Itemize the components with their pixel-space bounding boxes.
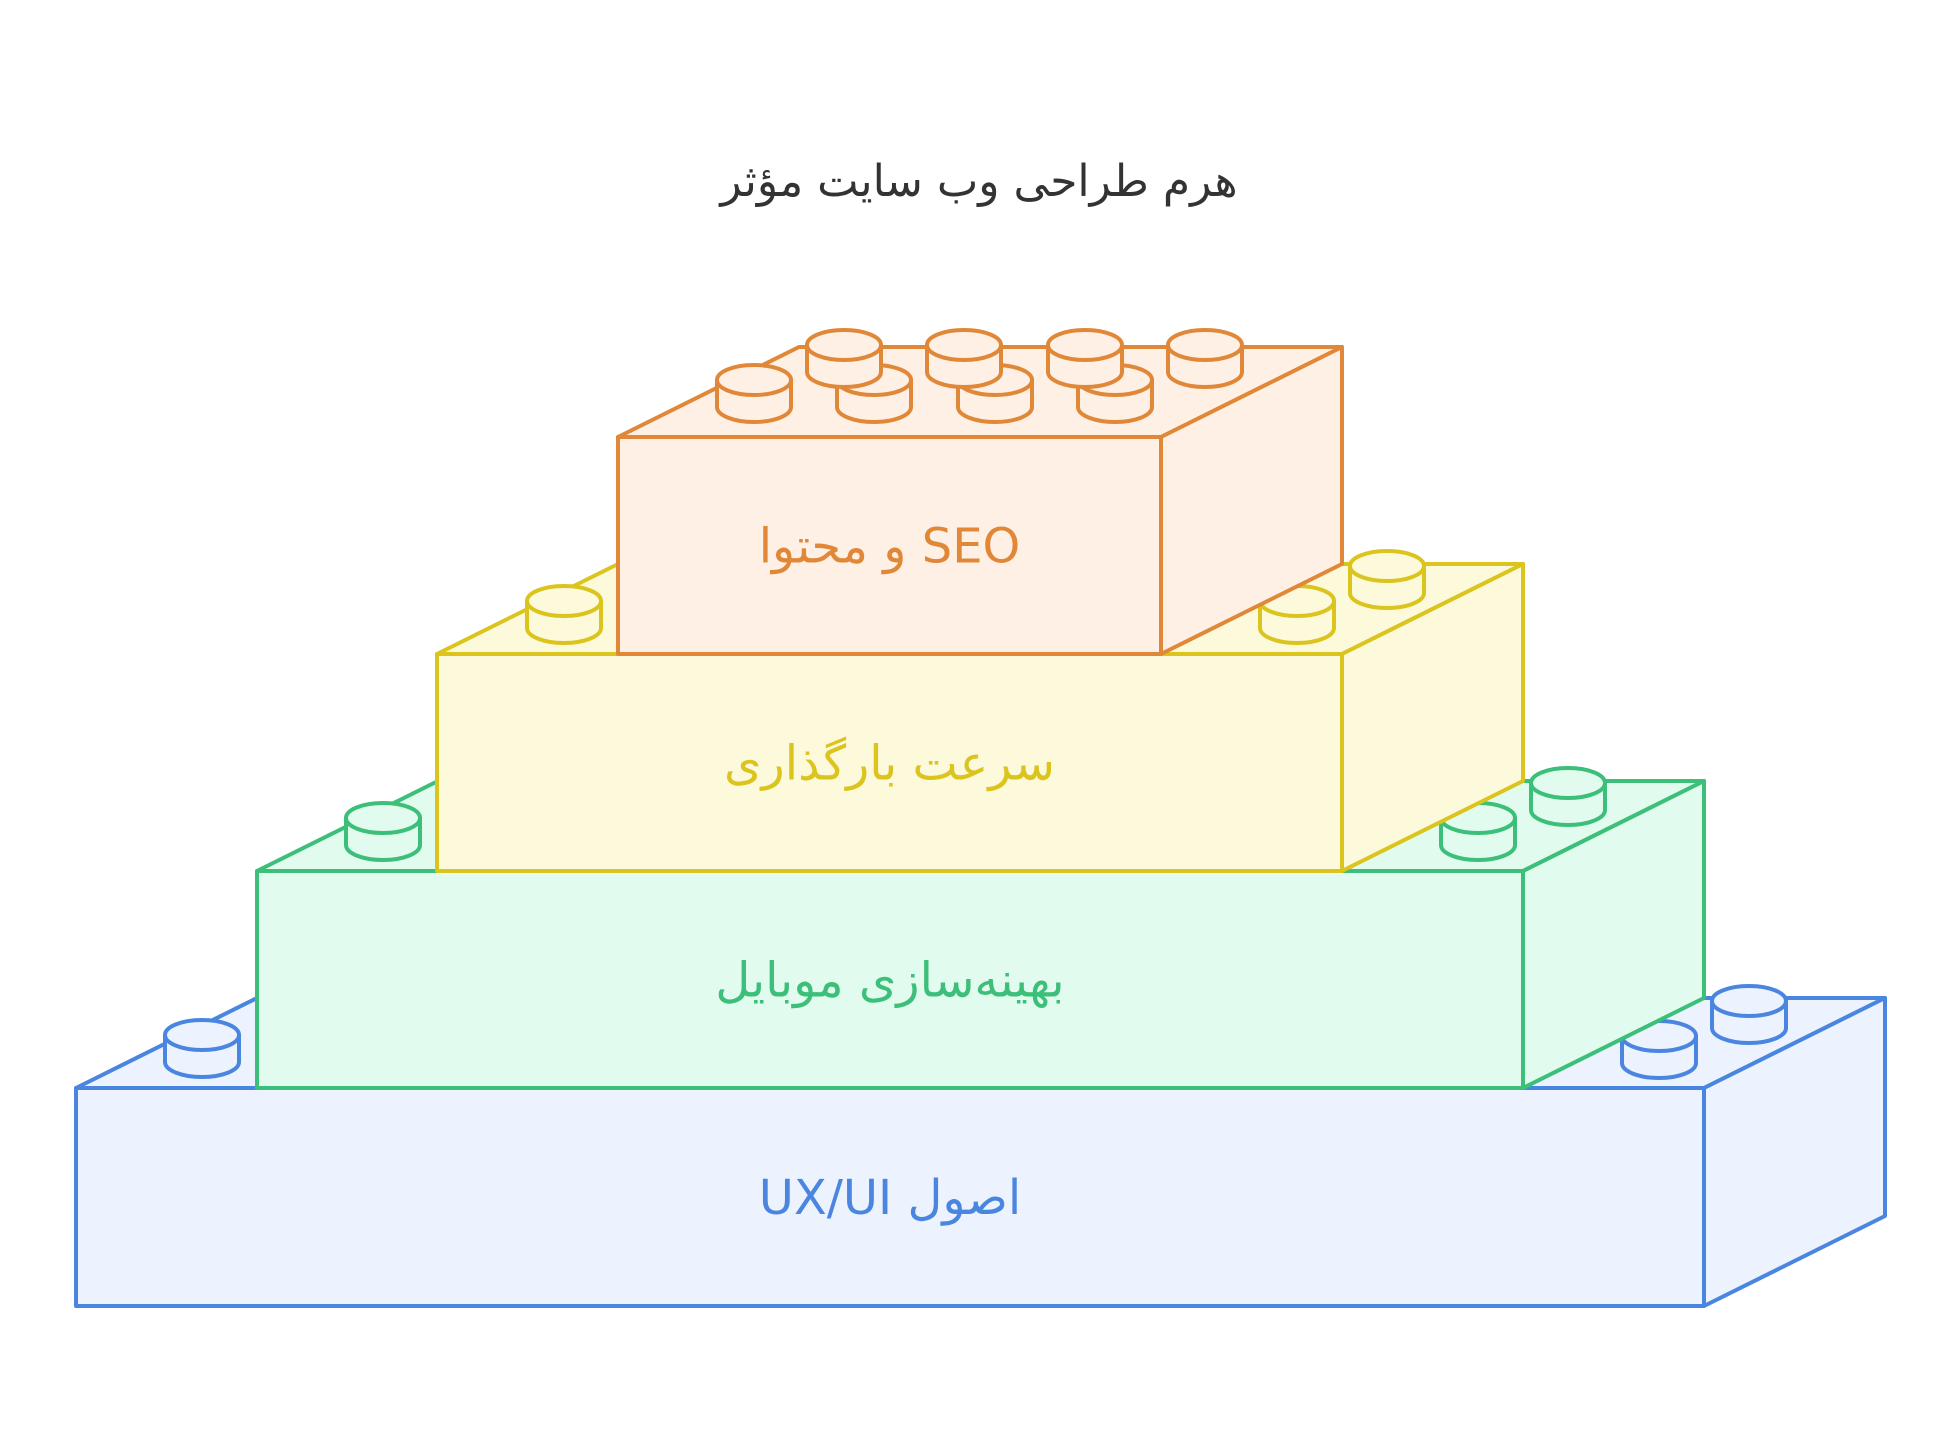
stud-top — [344, 801, 422, 835]
stud-top — [525, 584, 603, 618]
stud-top — [1348, 549, 1426, 583]
stud — [1529, 766, 1607, 827]
stud — [1046, 328, 1124, 389]
stud-top — [925, 328, 1003, 362]
layer-front-face — [255, 869, 1525, 1090]
layer-label-3: سرعت بارگذاری — [724, 736, 1055, 792]
layer-label-2: بهینه‌سازی موبایل — [715, 953, 1064, 1009]
stud — [163, 1018, 241, 1079]
stud — [525, 584, 603, 645]
layer-front-face — [435, 652, 1344, 873]
stud — [1258, 584, 1336, 645]
stud — [1620, 1019, 1698, 1080]
layer-label-4: SEO و محتوا — [759, 519, 1021, 575]
stud — [1166, 328, 1244, 389]
stud-top — [805, 328, 883, 362]
stud — [344, 801, 422, 862]
stud-top — [1710, 984, 1788, 1018]
diagram-title: هرم طراحی وب سایت مؤثر — [718, 156, 1237, 207]
stud-top — [1529, 766, 1607, 800]
pyramid-layer-4: SEO و محتوا — [616, 328, 1344, 656]
stud-top — [163, 1018, 241, 1052]
stud — [1348, 549, 1426, 610]
stud-top — [715, 363, 793, 397]
stud — [805, 328, 883, 389]
stud-top — [1166, 328, 1244, 362]
stud-top — [1046, 328, 1124, 362]
layers-group: اصول UX/UI بهینه‌سازی موبایل سرعت بارگذاری… — [74, 328, 1887, 1308]
stud — [925, 328, 1003, 389]
stud — [715, 363, 793, 424]
stud — [1710, 984, 1788, 1045]
layer-front-face — [616, 435, 1163, 656]
layer-label-1: اصول UX/UI — [759, 1170, 1022, 1226]
